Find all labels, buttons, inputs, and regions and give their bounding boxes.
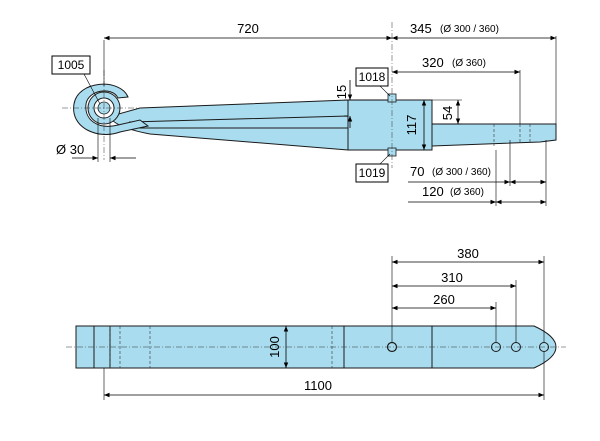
tag-1018: 1018 xyxy=(359,70,386,84)
dim-100-label: 100 xyxy=(267,336,282,358)
dim-320-note: (Ø 360) xyxy=(452,58,486,69)
dim-1100-label: 1100 xyxy=(304,378,332,393)
dim-345-label: 345 xyxy=(410,21,432,36)
spring-eye-coil xyxy=(73,83,150,135)
dim-54-label: 54 xyxy=(440,106,455,120)
dim-320-label: 320 xyxy=(422,55,444,70)
center-clamp xyxy=(347,99,433,151)
dim-120-label: 120 xyxy=(422,184,444,199)
dim-720-label: 720 xyxy=(237,21,259,36)
dim-380-label: 380 xyxy=(457,246,479,261)
leader-1018 xyxy=(379,85,391,97)
dim-117-label: 117 xyxy=(404,115,419,136)
dim-70-note: (Ø 300 / 360) xyxy=(432,167,491,178)
dim-d30-label: Ø 30 xyxy=(56,142,84,157)
dim-310-label: 310 xyxy=(441,270,463,285)
dim-345-note: (Ø 300 / 360) xyxy=(440,24,499,35)
side-view: 720 345 (Ø 300 / 360) 320 (Ø 360) 15 117… xyxy=(51,21,557,206)
tag-1018-box xyxy=(355,67,389,87)
tag-1019-box xyxy=(355,163,389,183)
dim-70-label: 70 xyxy=(410,164,424,179)
tag-1005-box xyxy=(51,55,91,75)
top-view: 380 310 260 100 1100 xyxy=(66,246,566,400)
tag-1005: 1005 xyxy=(58,58,85,72)
leader-1005 xyxy=(83,73,101,105)
leader-1019 xyxy=(379,153,391,165)
tag-1019: 1019 xyxy=(359,166,386,180)
dim-15-label: 15 xyxy=(334,85,349,99)
dim-260-label: 260 xyxy=(433,292,455,307)
dim-120-note: (Ø 360) xyxy=(450,187,484,198)
